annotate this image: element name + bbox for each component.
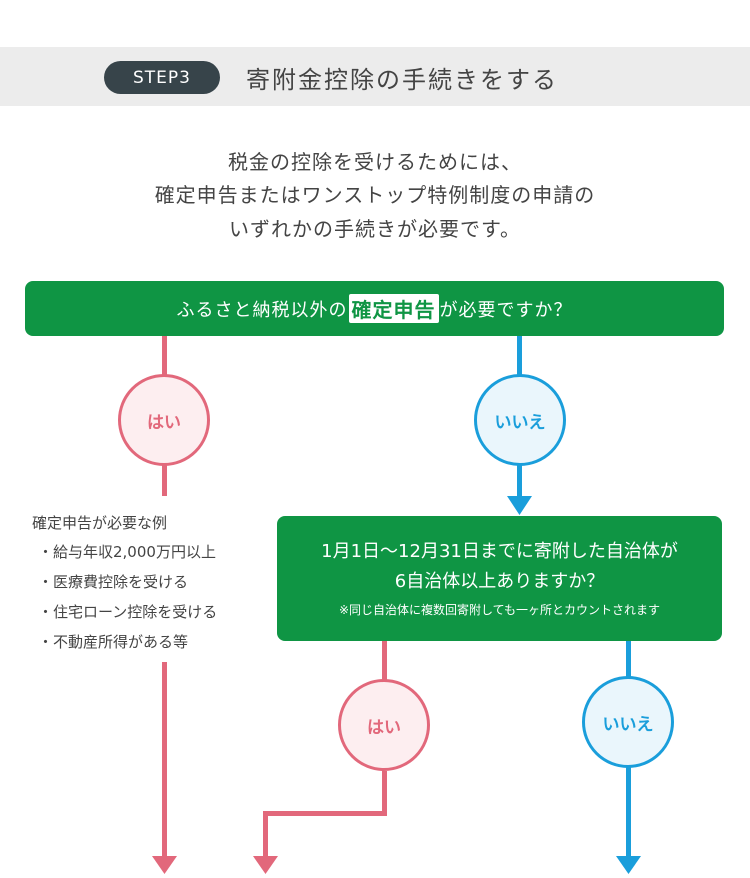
intro-line-3: いずれかの手続きが必要です。 — [229, 217, 521, 241]
yes-arrowhead-2 — [253, 856, 278, 874]
examples-title: 確定申告が必要な例 — [32, 514, 168, 532]
q2-yes-line-down — [382, 771, 387, 816]
q2-yes-line-final — [263, 811, 268, 858]
question-2-box: 1月1日〜12月31日までに寄附した自治体が 6自治体以上ありますか？ ※同じ自… — [277, 516, 722, 641]
step-title: 寄附金控除の手続きをする — [246, 66, 558, 94]
q2-no-line-bottom — [626, 766, 631, 858]
answer-yes-circle-1: はい — [118, 374, 210, 466]
intro-line-2: 確定申告またはワンストップ特例制度の申請の — [154, 183, 596, 207]
q2-yes-line-horizontal — [263, 811, 387, 816]
q2-yes-line-top — [382, 641, 387, 681]
question-2-line-1: 1月1日〜12月31日までに寄附した自治体が — [321, 541, 678, 562]
question-2-line-2: 6自治体以上ありますか？ — [394, 571, 605, 592]
no-arrowhead-2 — [616, 856, 641, 874]
question-1-text-before: ふるさと納税以外の — [176, 299, 348, 321]
example-item: ・医療費控除を受ける — [38, 573, 189, 591]
yes-connector-line-bottom — [162, 662, 167, 858]
example-item: ・不動産所得がある等 — [38, 633, 189, 651]
example-item: ・給与年収2,000万円以上 — [38, 543, 216, 561]
question-1-box: ふるさと納税以外の確定申告が必要ですか？ — [25, 281, 724, 336]
q2-no-line-top — [626, 641, 631, 681]
question-2-note: ※同じ自治体に複数回寄附しても一ヶ所とカウントされます — [338, 603, 661, 617]
question-1-text-after: が必要ですか？ — [439, 299, 573, 321]
question-1-highlight: 確定申告 — [348, 294, 439, 323]
answer-no-circle-2: いいえ — [582, 676, 674, 768]
answer-yes-circle-2: はい — [338, 679, 430, 771]
example-item: ・住宅ローン控除を受ける — [38, 603, 218, 621]
yes-arrowhead-1 — [152, 856, 177, 874]
step-badge: STEP3 — [104, 61, 220, 94]
intro-line-1: 税金の控除を受けるためには、 — [228, 150, 522, 174]
no-arrowhead-to-q2 — [507, 496, 532, 515]
answer-no-circle-1: いいえ — [474, 374, 566, 466]
